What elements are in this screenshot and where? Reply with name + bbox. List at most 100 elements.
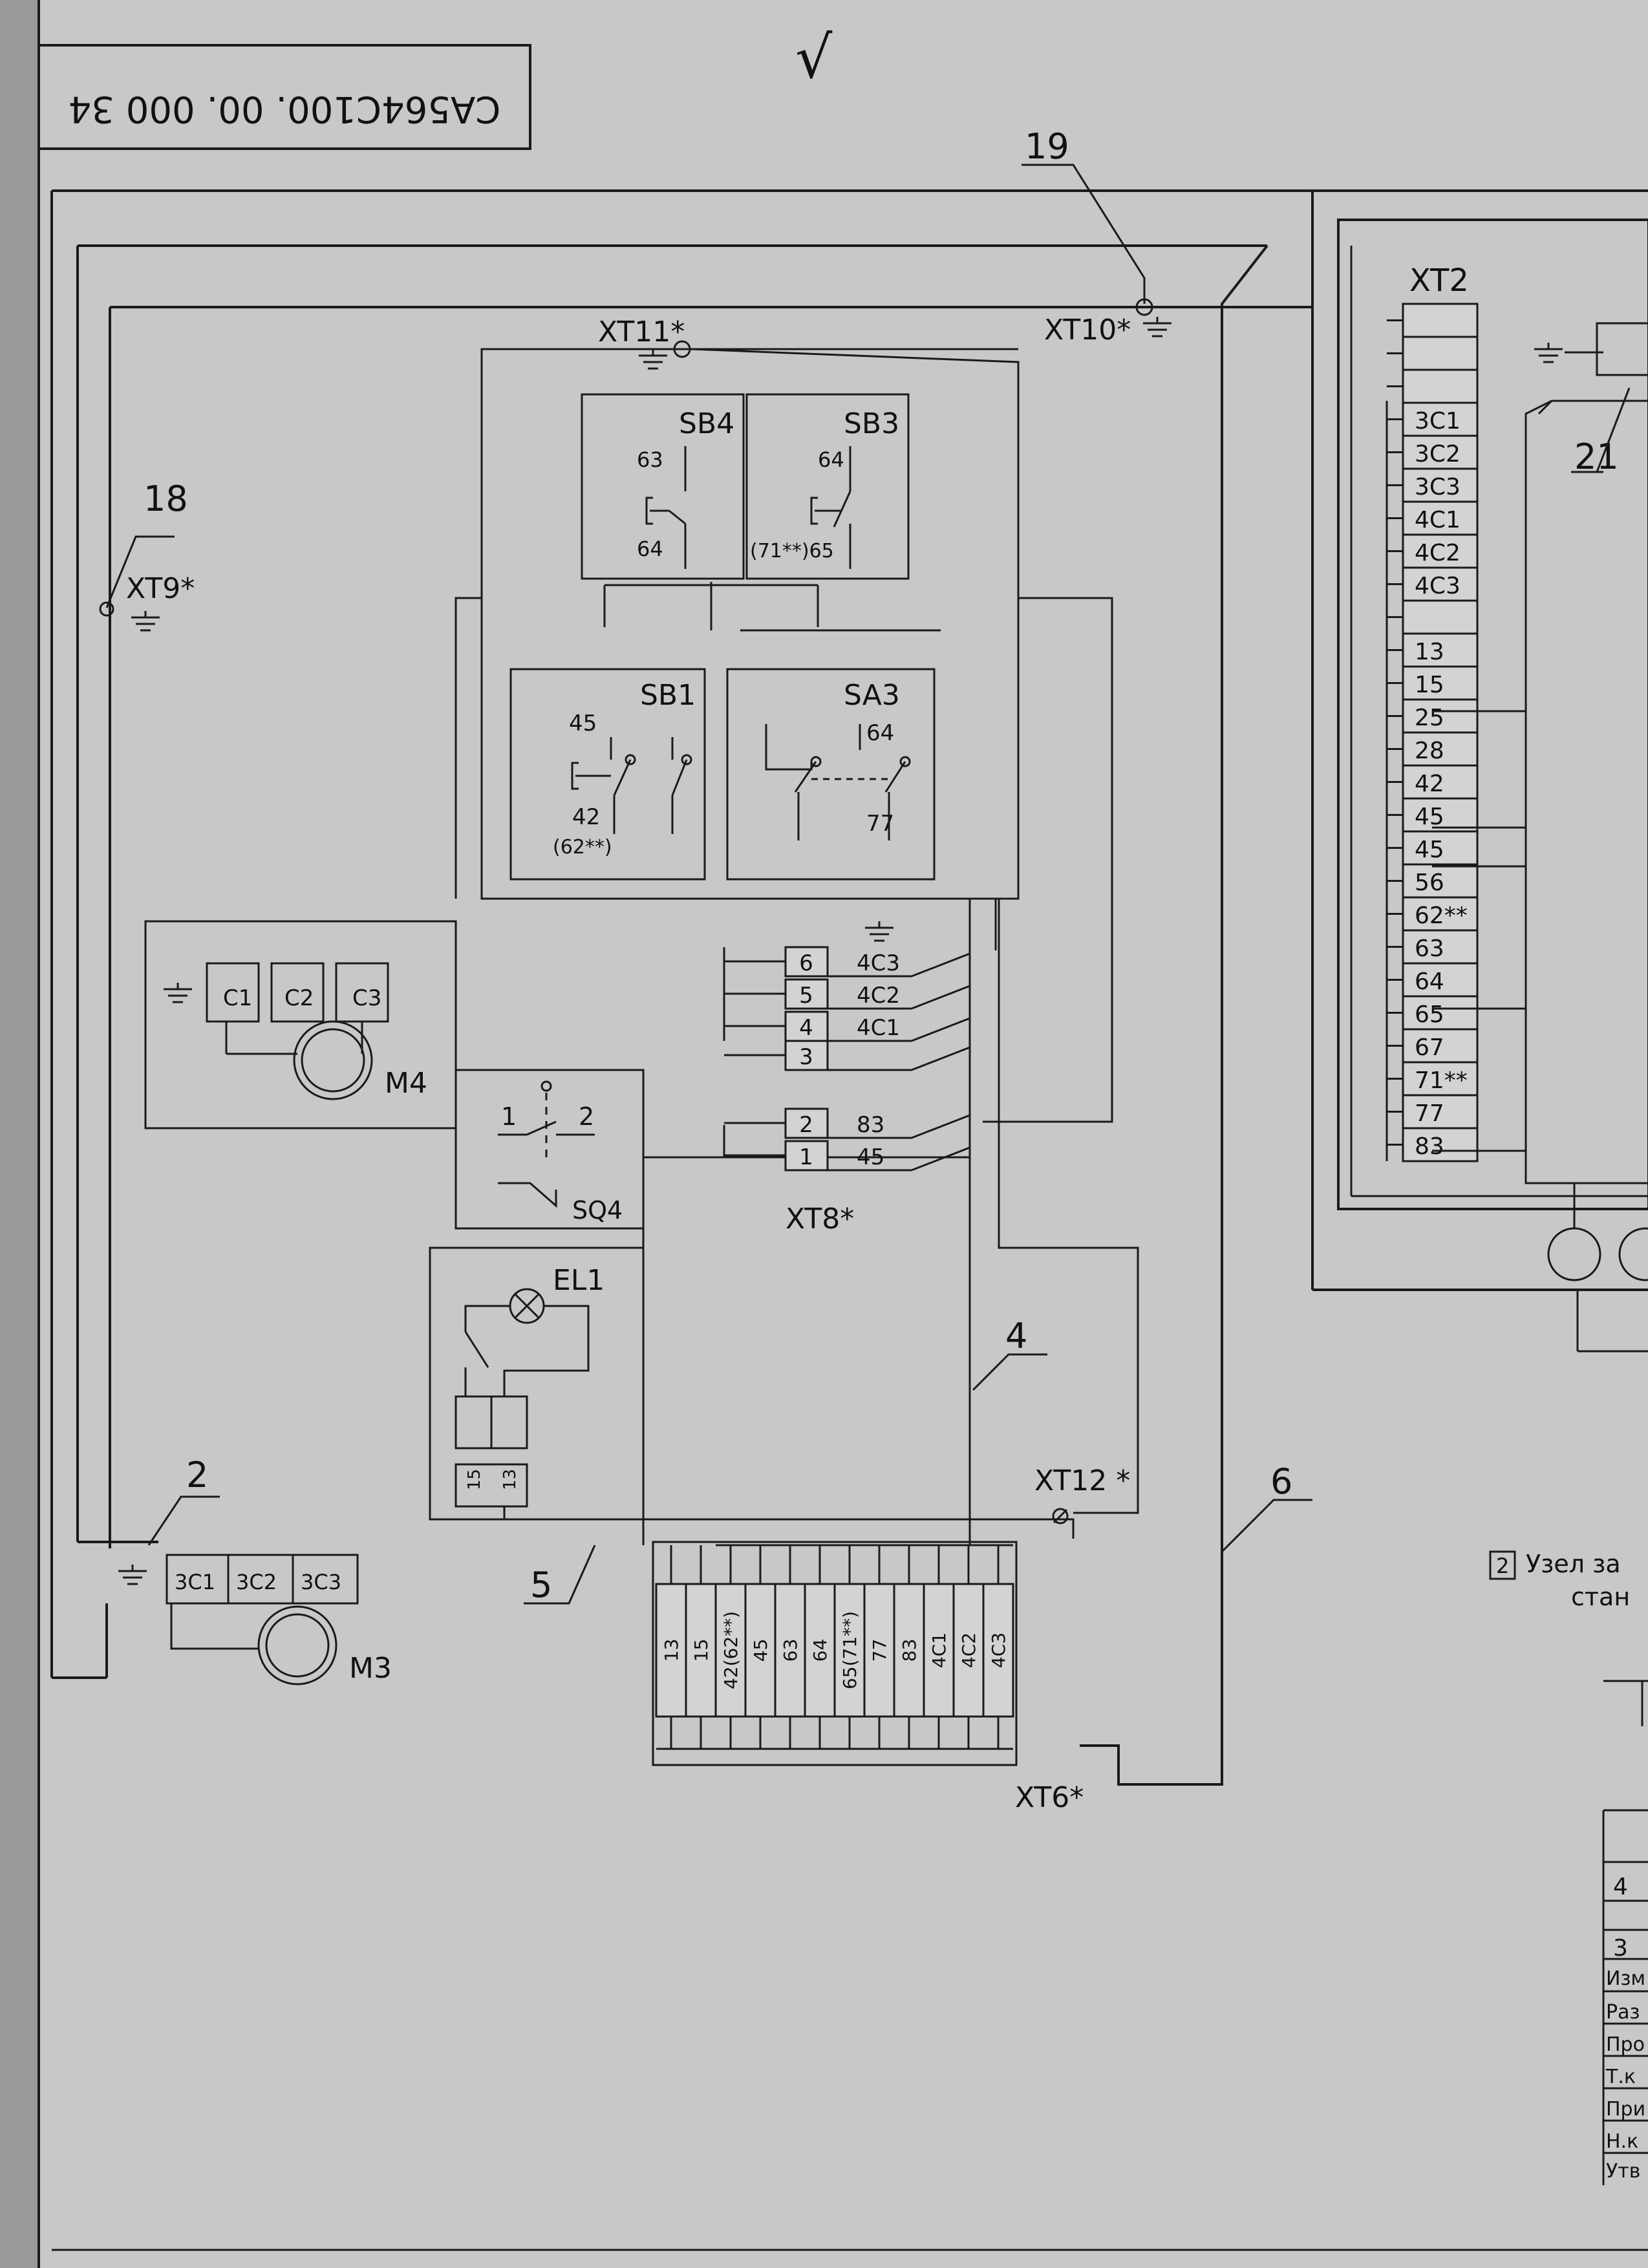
xt6-terminal-label: 15 <box>690 1639 712 1662</box>
xt8-row-wire: 4C3 <box>857 950 900 976</box>
xt2-terminal: 67 <box>1387 1028 1479 1064</box>
document-code-stamp: СА564С100. 00. 000 34 <box>37 44 531 150</box>
xt2-terminal-label: 77 <box>1415 1100 1444 1127</box>
note-2: 2 Узел за стан <box>1489 1550 1630 1611</box>
binding-strip <box>0 0 37 2268</box>
xt6-terminal-label: 13 <box>661 1639 682 1662</box>
svg-text:SQ4: SQ4 <box>572 1196 623 1225</box>
svg-text:77: 77 <box>866 811 894 837</box>
xt8-row-wire: 45 <box>857 1144 884 1170</box>
xt12-terminal <box>1052 1508 1069 1524</box>
svg-text:(71**)65: (71**)65 <box>750 540 834 562</box>
svg-text:64: 64 <box>818 447 844 472</box>
xt11-label: XT11* <box>598 316 685 348</box>
xt2-terminal-label: 28 <box>1415 738 1444 764</box>
xt2-terminal: 4C1 <box>1387 500 1479 536</box>
xt6-terminal-label: 83 <box>899 1639 920 1662</box>
xt2-terminal-label: 13 <box>1415 639 1444 665</box>
xt2-terminal: 71** <box>1387 1061 1479 1097</box>
xt2-terminal: 56 <box>1387 863 1479 899</box>
callout-6: 6 <box>1270 1461 1292 1502</box>
svg-text:42: 42 <box>572 804 600 830</box>
xt2-connector-circles <box>1547 1183 1648 1281</box>
svg-text:1: 1 <box>501 1102 517 1131</box>
svg-text:EL1: EL1 <box>553 1264 605 1297</box>
sb4-pushbutton: SB4 63 64 <box>581 393 745 580</box>
callout-5: 5 <box>530 1565 552 1605</box>
xt2-terminal-label: 71** <box>1415 1067 1468 1094</box>
svg-text:45: 45 <box>569 711 597 736</box>
sb3-pushbutton: SB3 64 (71**)65 <box>745 393 910 580</box>
xt2-terminal: 45 <box>1387 830 1479 866</box>
xt2-terminal: 3C2 <box>1387 434 1479 470</box>
xt6-terminal-label: 64 <box>809 1639 831 1662</box>
xt2-terminal: 65 <box>1387 995 1479 1031</box>
xt8-row-number: 2 <box>799 1112 813 1138</box>
xt2-terminal-label: 15 <box>1415 672 1444 698</box>
xt6-terminal: 4C2 <box>952 1545 985 1749</box>
xt2-terminal-label: 45 <box>1415 804 1444 830</box>
xt2-terminal-label: 63 <box>1415 936 1444 962</box>
xt6-terminal: 4C3 <box>982 1545 1014 1749</box>
xt6-label: XT6* <box>1015 1781 1084 1814</box>
xt2-terminal-label: 3C1 <box>1415 408 1461 434</box>
svg-text:SA3: SA3 <box>844 679 900 712</box>
xt2-terminal: 42 <box>1387 764 1479 800</box>
xt2-terminal-label: 64 <box>1415 968 1444 995</box>
xt6-terminal-label: 63 <box>780 1639 801 1662</box>
svg-text:C3: C3 <box>352 985 381 1011</box>
xt2-terminal-label: 56 <box>1415 870 1444 896</box>
xt6-terminal: 77 <box>863 1545 895 1749</box>
svg-text:Изм: Изм <box>1606 1967 1645 1990</box>
xt8-label: XT8* <box>786 1203 854 1236</box>
svg-text:Утв: Утв <box>1606 2160 1640 2183</box>
xt8-row-number: 4 <box>799 1015 813 1041</box>
m3-motor: 3C1 3C2 3C3 M3 <box>166 1554 392 1685</box>
svg-text:SB4: SB4 <box>679 407 734 440</box>
xt8-row-number: 6 <box>799 950 813 976</box>
svg-text:13: 13 <box>500 1469 520 1490</box>
check-mark: √ <box>795 24 833 92</box>
callout-18: 18 <box>144 478 188 519</box>
xt10-ground-terminal <box>1022 164 1173 337</box>
xt2-terminal-label: 25 <box>1415 705 1444 731</box>
document-code: СА564С100. 00. 000 34 <box>69 88 501 130</box>
xt8-row: 6 4C3 <box>724 946 970 978</box>
xt2-terminal-label: 83 <box>1415 1133 1444 1160</box>
xt2-terminal-label: 65 <box>1415 1001 1444 1028</box>
svg-text:2: 2 <box>1496 1554 1509 1578</box>
xt6-terminal: 64 <box>804 1545 836 1749</box>
xt10-label: XT10* <box>1044 314 1131 347</box>
svg-text:3C3: 3C3 <box>301 1570 341 1594</box>
xt2-terminal: 45 <box>1387 797 1479 833</box>
xt2-terminal: 15 <box>1387 665 1479 701</box>
svg-text:M4: M4 <box>385 1067 427 1100</box>
xt9-ground-terminal <box>99 535 175 632</box>
svg-text:(62**): (62**) <box>553 836 612 859</box>
xt6-terminal-label: 65(71**) <box>839 1611 861 1689</box>
svg-text:3: 3 <box>1613 1935 1628 1962</box>
svg-text:Н.к: Н.к <box>1606 2130 1638 2153</box>
svg-text:Раз: Раз <box>1606 2001 1640 2024</box>
xt12-label: XT12 * <box>1034 1464 1130 1497</box>
xt2-terminal-label: 67 <box>1415 1034 1444 1061</box>
callout-4: 4 <box>1005 1316 1027 1356</box>
svg-text:SB3: SB3 <box>844 407 899 440</box>
xt6-terminal: 42(62**) <box>714 1545 747 1749</box>
xt2-terminal-label: 4C2 <box>1415 540 1461 566</box>
xt2-terminal: 83 <box>1387 1127 1479 1162</box>
xt2-terminal: 4C2 <box>1387 533 1479 569</box>
svg-text:3C2: 3C2 <box>236 1570 277 1594</box>
xt8-row-wire: 4C1 <box>857 1015 900 1041</box>
xt2-label: XT2 <box>1409 262 1469 299</box>
xt8-row-number: 3 <box>799 1044 813 1070</box>
svg-text:При: При <box>1606 2098 1645 2121</box>
xt6-terminal-label: 77 <box>869 1639 890 1662</box>
xt6-terminal-label: 42(62**) <box>720 1611 742 1689</box>
xt2-terminal-label: 4C1 <box>1415 507 1461 533</box>
xt6-terminal: 65(71**) <box>833 1545 866 1749</box>
xt6-terminal-label: 4C1 <box>928 1632 950 1668</box>
